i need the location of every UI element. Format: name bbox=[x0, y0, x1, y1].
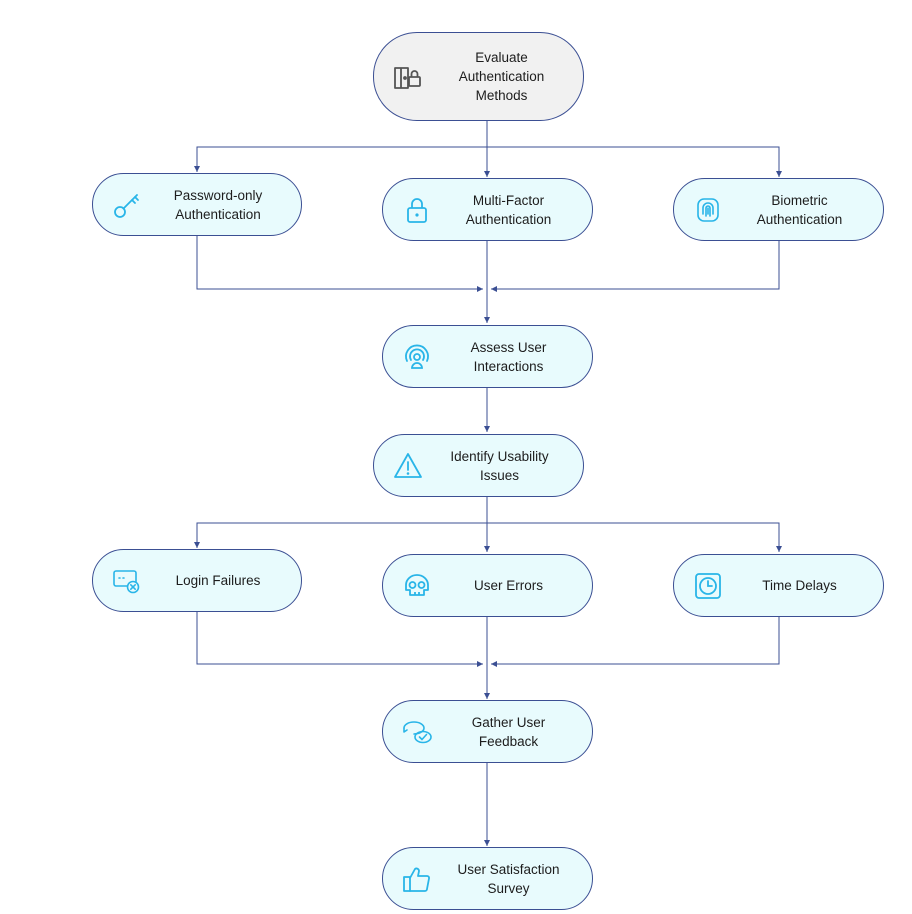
thumbs-up-icon bbox=[403, 867, 430, 892]
node-identify-usability-issues-label: Identify Usability Issues bbox=[450, 448, 549, 483]
skull-icon bbox=[405, 573, 429, 596]
door-lock-icon bbox=[394, 66, 421, 89]
edge-password-merge bbox=[196, 236, 483, 292]
node-evaluate-label: Evaluate Authentication Methods bbox=[458, 50, 545, 103]
edge-to-biometric bbox=[487, 146, 782, 177]
node-time-delays-label: Time Delays bbox=[762, 578, 837, 593]
node-multi-factor: Multi-Factor Authentication bbox=[382, 178, 593, 241]
node-gather-user-feedback: Gather User Feedback bbox=[382, 700, 593, 763]
user-signal-icon bbox=[405, 344, 429, 369]
node-biometric: Biometric Authentication bbox=[673, 178, 884, 241]
node-password-only: Password-only Authentication bbox=[92, 173, 302, 236]
node-user-satisfaction-survey-label: User Satisfaction Survey bbox=[457, 861, 560, 896]
node-password-only-label: Password-only Authentication bbox=[173, 187, 263, 222]
node-user-errors-label: User Errors bbox=[473, 578, 543, 593]
node-login-failures-label: Login Failures bbox=[175, 573, 261, 588]
node-login-failures: Login Failures bbox=[92, 549, 302, 612]
fingerprint-icon bbox=[697, 197, 719, 222]
edge-time-merge bbox=[491, 617, 780, 667]
login-error-icon bbox=[113, 569, 140, 593]
node-biometric-label: Biometric Authentication bbox=[756, 192, 843, 227]
node-multi-factor-label: Multi-Factor Authentication bbox=[465, 192, 552, 227]
edge-to-password bbox=[194, 146, 487, 172]
node-gather-user-feedback-label: Gather User Feedback bbox=[471, 714, 546, 749]
node-assess-user-interactions-label: Assess User Interactions bbox=[470, 339, 547, 374]
edge-to-time-delays bbox=[487, 522, 782, 552]
edge-to-login-failures bbox=[194, 522, 487, 548]
node-evaluate: Evaluate Authentication Methods bbox=[373, 32, 584, 121]
padlock-icon bbox=[407, 197, 427, 223]
edge-biometric-merge bbox=[491, 241, 780, 292]
node-user-errors: User Errors bbox=[382, 554, 593, 617]
node-time-delays: Time Delays bbox=[673, 554, 884, 617]
node-identify-usability-issues: Identify Usability Issues bbox=[373, 434, 584, 497]
node-user-satisfaction-survey: User Satisfaction Survey bbox=[382, 847, 593, 910]
clock-icon bbox=[695, 572, 721, 599]
key-icon bbox=[114, 193, 139, 218]
node-assess-user-interactions: Assess User Interactions bbox=[382, 325, 593, 388]
feedback-check-icon bbox=[403, 720, 432, 743]
edge-login-merge bbox=[196, 612, 483, 667]
warning-icon bbox=[394, 452, 422, 478]
